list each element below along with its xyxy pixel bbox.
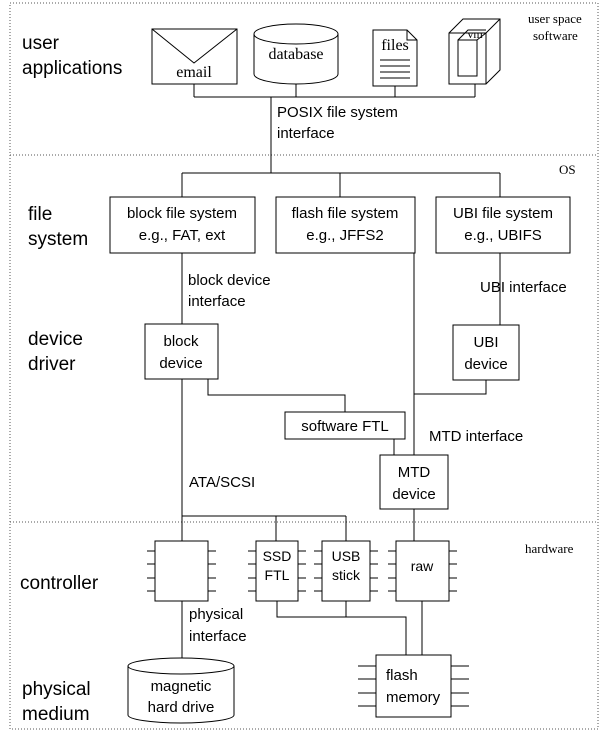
magnetic-hard-drive: magnetic hard drive (127, 657, 235, 724)
layer-device-driver-line1: device (28, 329, 83, 350)
email-app: email (151, 28, 238, 85)
hardware-label: hardware (525, 541, 574, 556)
flash-memory-label: flash (386, 667, 418, 684)
mtd-device-box: MTD device (379, 454, 449, 510)
layer-file-system-line2: system (28, 229, 88, 250)
ubi-file-system-title: UBI file system (453, 205, 553, 222)
email-label: email (176, 64, 212, 81)
software-ftl-box: software FTL (284, 411, 406, 440)
flash-file-system-example: e.g., JFFS2 (306, 227, 384, 244)
ssd-ftl-chip: SSD FTL (248, 540, 306, 602)
raw-chip: raw (388, 540, 457, 602)
flash-file-system-box: flash file system e.g., JFFS2 (275, 196, 416, 254)
flash-memory-chip: flash memory (358, 654, 469, 718)
layer-user-applications-line1: user (22, 33, 60, 54)
database-app: database (253, 23, 339, 85)
block-device-interface-label: block device (188, 272, 271, 289)
block-device-label-line2: device (159, 355, 202, 372)
layer-device-driver-line2: driver (28, 354, 76, 375)
mtd-device-label: MTD (398, 464, 431, 481)
posix-interface-label-line2: interface (277, 125, 335, 142)
files-label: files (381, 37, 409, 54)
ata-scsi-label: ATA/SCSI (189, 474, 255, 491)
user-space-label-line2: software (533, 28, 578, 43)
block-file-system-example: e.g., FAT, ext (139, 227, 226, 244)
chip-icon (395, 540, 450, 602)
ubi-device-box: UBI device (452, 324, 520, 381)
block-file-system-box: block file system e.g., FAT, ext (109, 196, 256, 254)
files-app: files (372, 29, 418, 87)
block-device-box: block device (144, 323, 219, 380)
mtd-device-label-line2: device (392, 486, 435, 503)
diagram-frame (9, 2, 599, 730)
cube-icon (448, 18, 501, 85)
ubi-device-label: UBI (473, 334, 498, 351)
chip-icon (255, 540, 299, 602)
usb-stick-label: USB (332, 548, 361, 564)
ubi-device-label-line2: device (464, 356, 507, 373)
usb-stick-chip: USB stick (314, 540, 378, 602)
usb-stick-label-line2: stick (332, 567, 361, 583)
layer-user-applications-line2: applications (22, 58, 122, 79)
database-icon (253, 34, 339, 85)
hdd-controller-chip (147, 540, 216, 602)
raw-label: raw (411, 558, 434, 574)
envelope-icon (151, 28, 238, 85)
block-device-label: block (163, 333, 199, 350)
flash-file-system-title: flash file system (292, 205, 399, 222)
layer-file-system-line1: file (28, 204, 52, 225)
layer-controller: controller (20, 573, 99, 594)
chip-icon (321, 540, 371, 602)
ubi-interface-label: UBI interface (480, 279, 567, 296)
chip-icon (375, 654, 452, 718)
ssd-ftl-label: SSD (263, 548, 292, 564)
posix-interface-label: POSIX file system (277, 104, 398, 121)
layer-physical-medium-line2: medium (22, 704, 90, 725)
block-device-interface-label-line2: interface (188, 293, 246, 310)
disk-icon (127, 666, 235, 724)
software-ftl-label: software FTL (301, 418, 389, 435)
flash-memory-label-line2: memory (386, 689, 441, 706)
os-label: OS (559, 162, 576, 177)
physical-interface-label-line2: interface (189, 628, 247, 645)
physical-interface-label: physical (189, 606, 243, 623)
mtd-interface-label: MTD interface (429, 428, 523, 445)
ssd-ftl-label-line2: FTL (265, 567, 290, 583)
chip-icon (154, 540, 209, 602)
user-space-label: user space (528, 11, 582, 26)
vm-label: vm (467, 27, 483, 41)
ubi-file-system-box: UBI file system e.g., UBIFS (435, 196, 571, 254)
magnetic-hard-drive-label-line2: hard drive (148, 699, 215, 716)
layer-physical-medium-line1: physical (22, 679, 91, 700)
database-label: database (268, 46, 323, 63)
ubi-file-system-example: e.g., UBIFS (464, 227, 542, 244)
magnetic-hard-drive-label: magnetic (151, 678, 212, 695)
vm-app: vm (448, 18, 501, 85)
block-file-system-title: block file system (127, 205, 237, 222)
